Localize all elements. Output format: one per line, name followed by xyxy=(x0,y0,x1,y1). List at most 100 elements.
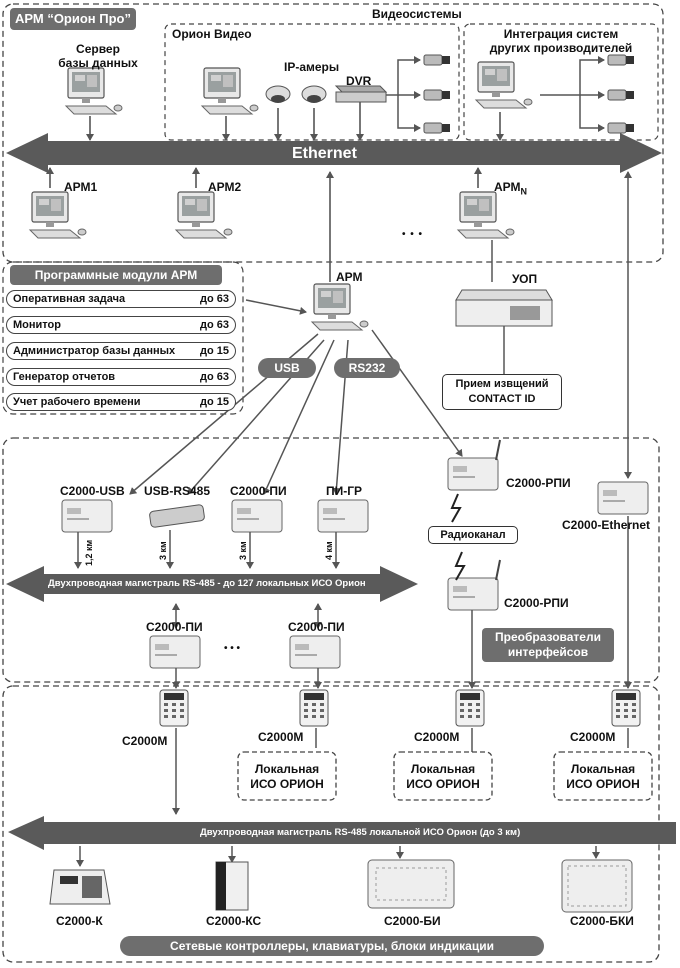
s2000-pi-b-icon xyxy=(289,635,341,669)
s2000-rpi-bottom-icon xyxy=(447,577,499,611)
integration-pc-icon xyxy=(475,61,533,109)
ethernet-label: Ethernet xyxy=(292,145,357,162)
video-systems-label: Видеосистемы xyxy=(372,7,462,21)
title-badge: АРМ “Орион Про” xyxy=(10,8,136,30)
local-iso-line1: Локальная xyxy=(254,762,320,776)
radio-link-icon xyxy=(450,493,462,523)
pi-gr-label: ПИ-ГР xyxy=(326,484,363,498)
distance-label: 4 км xyxy=(324,541,334,560)
s2000m-keypad-icon xyxy=(299,689,329,727)
local-iso-line2: ИСО ОРИОН xyxy=(566,777,640,791)
analog-camera-icon xyxy=(423,89,451,101)
controllers-region xyxy=(2,685,660,963)
pi-gr-device-icon xyxy=(317,499,369,533)
ellipsis-label: • • • xyxy=(402,229,424,240)
s2000-pi-a-icon xyxy=(149,635,201,669)
converters-badge-line1: Преобразователи xyxy=(495,630,601,644)
s2000-ks-label: С2000-КС xyxy=(206,914,262,928)
module-count: до 15 xyxy=(200,396,229,408)
armn-subscript: N xyxy=(520,186,528,197)
rs485-local-bus xyxy=(8,816,676,850)
module-row: Генератор отчетов до 63 xyxy=(6,368,236,386)
third-party-camera-icon xyxy=(607,122,635,134)
network-controllers-badge: Сетевые контроллеры, клавиатуры, блоки и… xyxy=(120,936,544,956)
ethernet-bus xyxy=(6,133,662,173)
s2000-pi-b-label: С2000-ПИ xyxy=(288,620,345,634)
arm1-pc-icon xyxy=(29,191,87,239)
s2000m-label: С2000М xyxy=(570,730,616,744)
s2000-bi-label: С2000-БИ xyxy=(384,914,441,928)
third-party-label-line1: Интеграция систем xyxy=(503,27,619,41)
s2000m-label: С2000М xyxy=(122,734,168,748)
s2000-rpi-top-label: С2000-РПИ xyxy=(506,476,571,490)
third-party-region xyxy=(463,23,659,141)
ellipsis-label: • • • xyxy=(224,643,241,654)
converters-badge: Преобразователи интерфейсов xyxy=(482,628,614,662)
radio-channel-box: Радиоканал xyxy=(428,526,518,544)
rs485-local-label: Двухпроводная магистраль RS-485 локально… xyxy=(200,827,521,838)
uop-device-icon xyxy=(455,289,553,327)
converters-region xyxy=(2,437,660,683)
s2000m-keypad-icon xyxy=(159,689,189,727)
local-iso-line2: ИСО ОРИОН xyxy=(250,777,324,791)
third-party-camera-icon xyxy=(607,54,635,66)
s2000-ks-device-icon xyxy=(215,861,249,911)
ip-camera-icon xyxy=(265,85,291,103)
module-name: Учет рабочего времени xyxy=(13,396,141,408)
modules-region xyxy=(2,261,244,415)
dvr-icon xyxy=(334,85,388,103)
module-name: Оперативная задача xyxy=(13,293,126,305)
arm1-label: АРМ1 xyxy=(64,180,98,194)
db-server-pc-icon xyxy=(65,67,123,115)
rs232-badge: RS232 xyxy=(334,358,400,378)
uop-label: УОП xyxy=(512,272,538,286)
s2000-usb-label: С2000-USB xyxy=(60,484,125,498)
distance-label: 1,2 км xyxy=(84,539,94,566)
upper-region xyxy=(2,3,664,263)
software-modules-badge: Программные модули АРМ xyxy=(10,265,222,285)
analog-camera-icon xyxy=(423,122,451,134)
s2000-k-device-icon xyxy=(49,869,111,905)
s2000m-keypad-icon xyxy=(455,689,485,727)
ip-camera-icon xyxy=(301,85,327,103)
analog-camera-icon xyxy=(423,54,451,66)
ip-cameras-label: IP-амеры xyxy=(284,60,340,74)
rs485-trunk-label: Двухпроводная магистраль RS-485 - до 127… xyxy=(48,578,366,589)
db-server-label-line1: Сервер xyxy=(76,42,120,56)
local-iso-box xyxy=(237,751,337,801)
module-name: Монитор xyxy=(13,319,61,331)
converters-badge-line2: интерфейсов xyxy=(507,645,589,659)
s2000-pi-device-icon xyxy=(231,499,283,533)
s2000-k-label: С2000-К xyxy=(56,914,103,928)
arm-label: АРМ xyxy=(336,270,363,284)
s2000-bi-device-icon xyxy=(367,859,455,909)
s2000-usb-device-icon xyxy=(61,499,113,533)
s2000-rpi-bottom-label: С2000-РПИ xyxy=(504,596,569,610)
module-count: до 15 xyxy=(200,345,229,357)
s2000-ethernet-device-icon xyxy=(597,481,649,515)
s2000-pi-a-label: С2000-ПИ xyxy=(146,620,203,634)
usb-rs485-label: USB-RS485 xyxy=(144,484,211,498)
contact-id-line2: CONTACT ID xyxy=(468,393,536,405)
orion-video-region xyxy=(164,23,460,141)
distance-label: 3 км xyxy=(238,541,248,560)
module-name: Генератор отчетов xyxy=(13,371,116,383)
local-iso-box xyxy=(553,751,653,801)
local-iso-box xyxy=(393,751,493,801)
module-row: Учет рабочего времени до 15 xyxy=(6,393,236,411)
third-party-camera-icon xyxy=(607,89,635,101)
contact-id-line1: Прием извщений xyxy=(455,378,549,390)
s2000-rpi-top-icon xyxy=(447,457,499,491)
main-arm-pc-icon xyxy=(311,283,369,331)
armn-label-text: АРМ xyxy=(494,180,521,194)
arm2-label: АРМ2 xyxy=(208,180,242,194)
video-pc-icon xyxy=(201,67,259,115)
local-iso-line2: ИСО ОРИОН xyxy=(406,777,480,791)
module-count: до 63 xyxy=(200,371,229,383)
usb-rs485-device-icon xyxy=(149,504,205,528)
